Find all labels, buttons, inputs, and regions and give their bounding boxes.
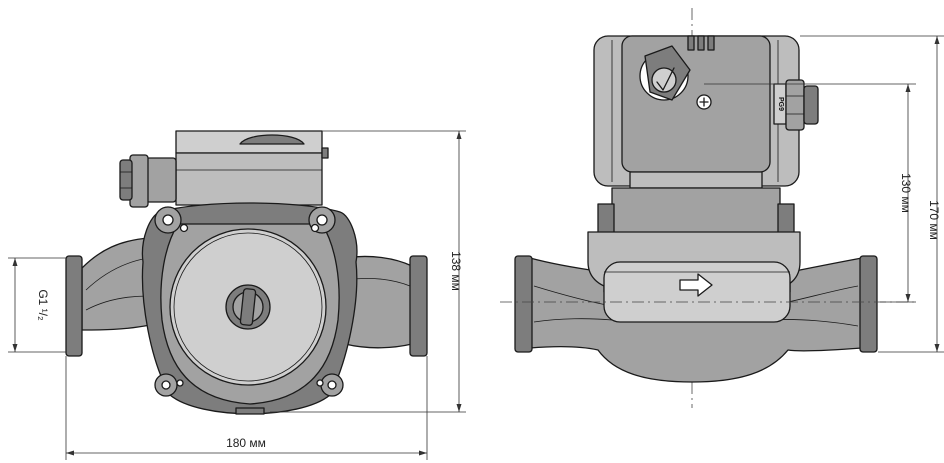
vent-screw-slot xyxy=(239,288,257,326)
motor-flange xyxy=(611,187,781,235)
height-170-label: 170 мм xyxy=(927,200,941,240)
cable-gland-side: PG9 xyxy=(773,79,819,131)
pump-front-view xyxy=(65,130,428,415)
front-view-dimensions: G1 ¹/₂ 138 мм 180 мм xyxy=(8,130,466,460)
terminal-box-clip xyxy=(321,147,329,159)
motor-neck xyxy=(629,171,763,189)
pump-side-view: PG9 xyxy=(500,8,915,408)
pg9-marking: PG9 xyxy=(777,97,784,111)
thread-size-label: G1 ¹/₂ xyxy=(36,289,50,321)
drain-nub xyxy=(235,407,265,415)
left-flange xyxy=(65,255,83,357)
inlet-flange-side xyxy=(514,255,533,353)
speed-selector-knob xyxy=(639,45,691,101)
height-138-label: 138 мм xyxy=(449,251,463,291)
flow-direction-arrow xyxy=(679,273,713,297)
side-view-dimensions: 130 мм 170 мм xyxy=(704,35,944,353)
terminal-box xyxy=(175,152,323,206)
cable-gland-front xyxy=(119,154,177,208)
outlet-flange-side xyxy=(859,255,878,353)
terminal-box-lid-knob xyxy=(239,134,305,145)
terminal-box-side xyxy=(621,35,771,173)
flange-bolt xyxy=(597,203,615,235)
volute-center xyxy=(603,261,791,323)
width-180-label: 180 мм xyxy=(226,436,266,450)
right-flange xyxy=(409,255,428,357)
flange-bolt xyxy=(777,203,795,235)
height-130-label: 130 мм xyxy=(899,173,913,213)
